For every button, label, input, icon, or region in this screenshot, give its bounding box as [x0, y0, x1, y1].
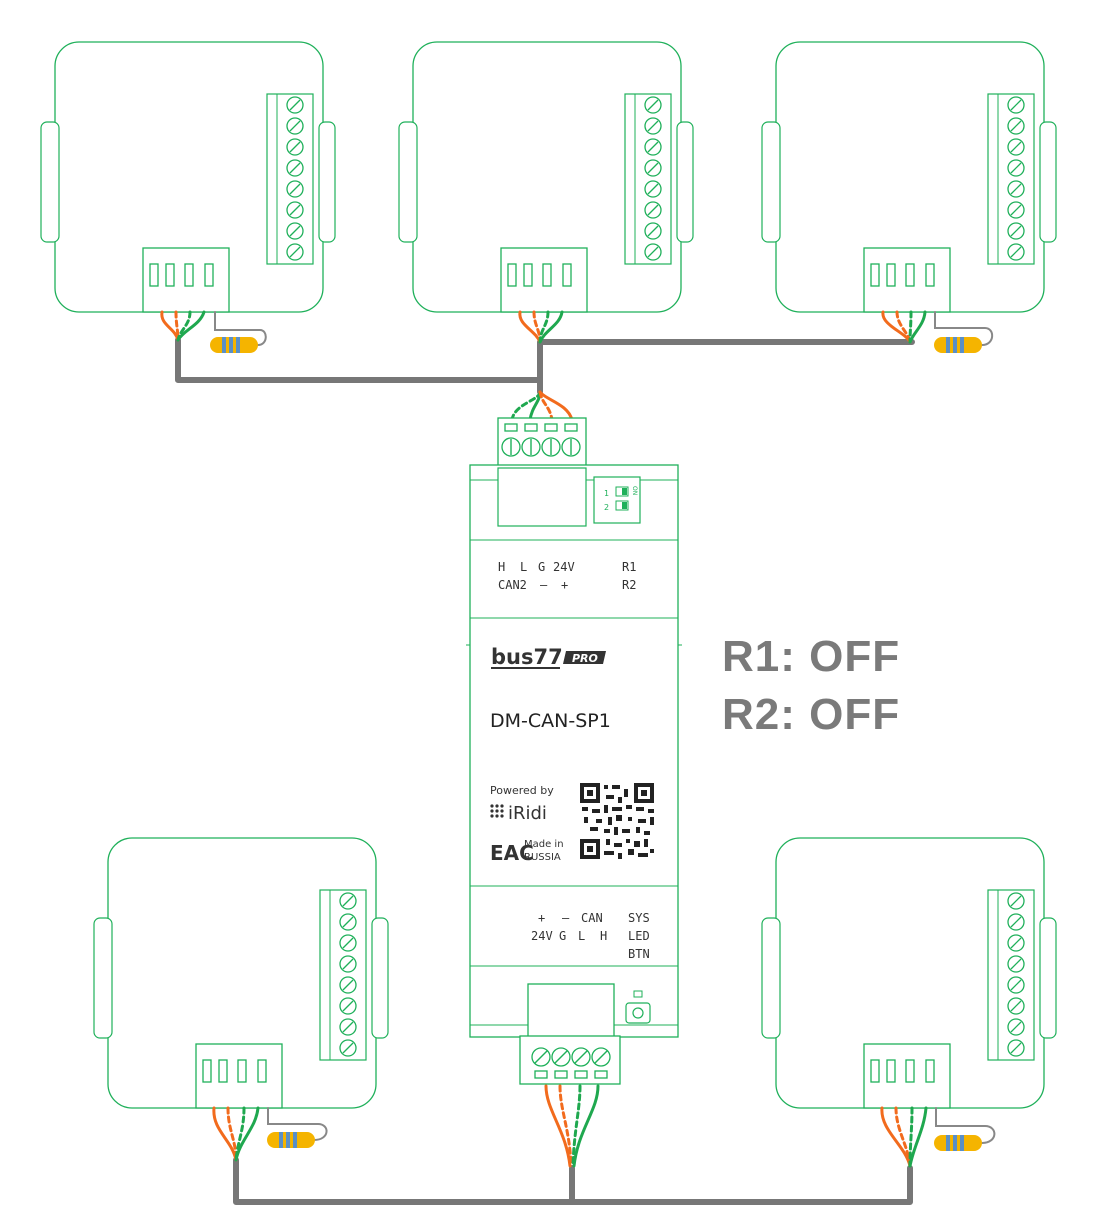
- label-minus: –: [540, 578, 548, 592]
- iridi-logo-text: iRidi: [508, 803, 547, 824]
- label-led: LED: [628, 929, 650, 943]
- terminator-resistor-top-right: [934, 337, 982, 353]
- model-name: DM-CAN-SP1: [490, 710, 611, 732]
- module-top-right: [761, 41, 1057, 313]
- label-l: L: [520, 560, 527, 574]
- label-h: H: [498, 560, 505, 574]
- module-top-left: [40, 41, 336, 313]
- qr-code: [580, 783, 654, 859]
- dip-label-1: 1: [604, 489, 609, 498]
- brand-badge: PRO: [572, 652, 598, 665]
- eac-mark: EAC: [490, 841, 534, 865]
- dip-switch: 1 2 ON: [593, 476, 641, 524]
- label-bottom-24v: 24V: [531, 929, 553, 943]
- label-bottom-minus: –: [562, 911, 570, 925]
- label-24v: 24V: [553, 560, 575, 574]
- iridi-dots-icon: [490, 804, 504, 818]
- powered-by-label: Powered by: [490, 784, 554, 797]
- label-sys: SYS: [628, 911, 650, 925]
- label-bottom-g: G: [559, 929, 566, 943]
- brand-logo: bus77 PRO: [491, 645, 606, 669]
- label-bottom-plus: +: [538, 911, 545, 925]
- dip-label-2: 2: [604, 503, 609, 512]
- can-device: 1 2 ON H L G 24V CAN2 – + R1 R2 bus77 PR…: [466, 390, 682, 1168]
- top-bus-cable: [175, 337, 915, 395]
- label-bottom-h: H: [600, 929, 607, 943]
- terminator-resistor-top-left: [210, 337, 258, 353]
- label-bottom-can: CAN: [581, 911, 603, 925]
- label-btn: BTN: [628, 947, 650, 961]
- terminator-resistor-bottom-left: [267, 1132, 315, 1148]
- bottom-bus-cable: [233, 1157, 913, 1205]
- dip-label-on: ON: [631, 486, 638, 495]
- r2-status: R2: OFF: [722, 690, 901, 739]
- made-in-label: Made in: [524, 839, 564, 850]
- label-r2: R2: [622, 578, 636, 592]
- bottom-right-wires: [880, 1106, 996, 1168]
- top-left-wires: [160, 310, 267, 346]
- r1-status: R1: OFF: [722, 632, 901, 681]
- brand-name: bus77: [491, 645, 563, 669]
- terminator-resistor-bottom-right: [934, 1135, 982, 1151]
- top-right-wires: [881, 310, 994, 346]
- label-r1: R1: [622, 560, 636, 574]
- top-center-wires: [518, 310, 564, 344]
- label-g: G: [538, 560, 545, 574]
- module-top-center: [398, 41, 694, 313]
- made-in-country: RUSSIA: [524, 852, 561, 863]
- service-button[interactable]: [625, 990, 651, 1024]
- module-bottom-right: [761, 837, 1057, 1109]
- label-bottom-l: L: [578, 929, 585, 943]
- label-can2: CAN2: [498, 578, 527, 592]
- label-plus: +: [561, 578, 568, 592]
- module-bottom-left: [93, 837, 389, 1109]
- bottom-left-wires: [212, 1106, 328, 1162]
